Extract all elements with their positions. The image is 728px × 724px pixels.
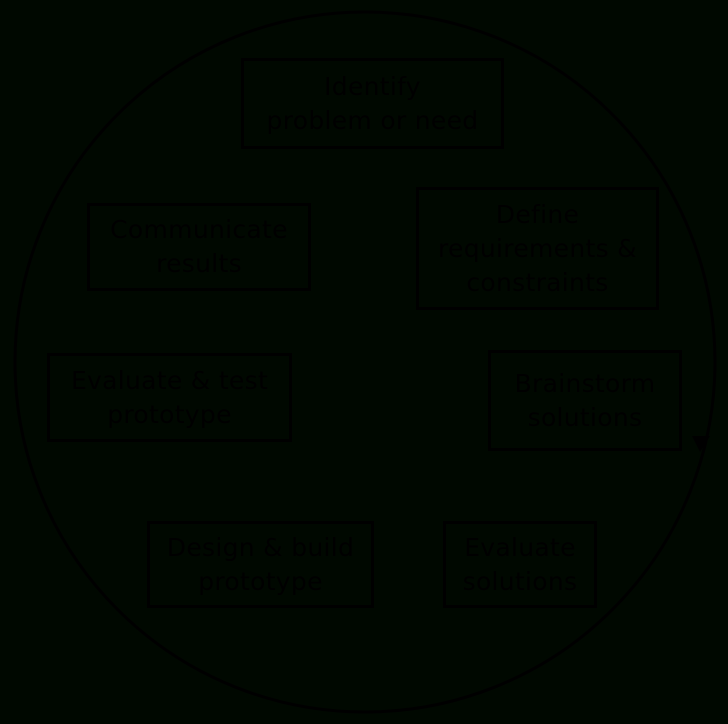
step-define-requirements: Define requirements & constraints <box>416 187 659 310</box>
step-label-line: Define <box>495 199 580 229</box>
step-evaluate-test-prototype: Evaluate & test prototype <box>47 353 292 442</box>
step-label-line: Evaluate & test <box>70 365 269 395</box>
arrowhead-icon <box>692 436 710 452</box>
step-communicate-results: Communicate results <box>87 203 311 291</box>
step-label-line: problem or need <box>266 105 479 135</box>
step-label-line: solutions <box>527 402 643 432</box>
step-label-line: solutions <box>462 566 578 596</box>
step-label-line: Evaluate <box>464 532 576 562</box>
step-label-line: Design & build <box>166 532 355 562</box>
step-label-line: results <box>156 249 242 278</box>
step-label-line: Identify <box>324 71 421 101</box>
step-brainstorm-solutions: Brainstorm solutions <box>488 350 682 451</box>
step-label-line: prototype <box>107 399 232 429</box>
step-evaluate-solutions: Evaluate solutions <box>443 521 597 608</box>
step-label-line: Brainstorm <box>514 368 656 398</box>
step-label-line: requirements & <box>438 233 637 263</box>
step-label-line: Communicate <box>110 215 288 244</box>
step-identify-problem: Identify problem or need <box>241 58 504 149</box>
cycle-ring <box>13 10 717 714</box>
step-design-build-prototype: Design & build prototype <box>147 521 374 608</box>
step-label-line: prototype <box>198 566 323 596</box>
step-label-line: constraints <box>466 267 609 297</box>
